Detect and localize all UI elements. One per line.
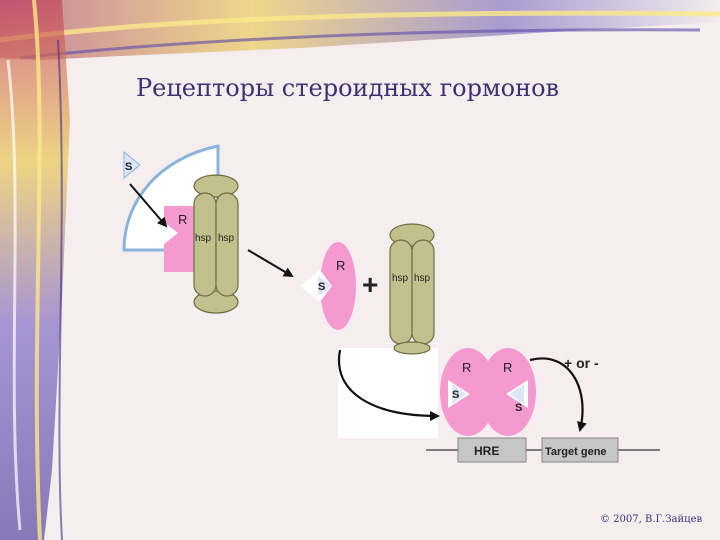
hsp-cap-bottom-2 bbox=[393, 341, 431, 355]
hsp-rod-1b bbox=[215, 192, 239, 297]
steroid-label-2: S bbox=[318, 281, 325, 293]
receptor-label-3: R bbox=[462, 360, 471, 375]
steroid-label-1: S bbox=[125, 161, 132, 173]
dimer-steroid-left bbox=[452, 384, 466, 404]
steroid-in-receptor bbox=[300, 270, 332, 302]
hsp-label-1b: hsp bbox=[218, 233, 235, 244]
receptor-dimer-left bbox=[440, 348, 496, 436]
steroid-core bbox=[318, 276, 332, 296]
steroid-label-4: S bbox=[515, 402, 522, 414]
receptor-binding-notch bbox=[164, 222, 178, 244]
plus-sign: + bbox=[362, 269, 378, 300]
hsp-label-1a: hsp bbox=[195, 233, 212, 244]
hsp-rod-1a bbox=[193, 192, 217, 297]
receptor-dimer-right bbox=[480, 348, 536, 436]
arrow-steroid-to-receptor bbox=[129, 183, 168, 228]
steroid-label-3: S bbox=[452, 389, 459, 401]
arrow-gene-regulation bbox=[529, 357, 587, 432]
target-gene-label: Target gene bbox=[545, 446, 607, 458]
page-title: Рецепторы стероидных гормонов bbox=[136, 74, 560, 102]
left-decor-band bbox=[0, 0, 70, 540]
left-decor-line bbox=[32, 0, 42, 540]
left-decor-line-2 bbox=[6, 59, 22, 531]
hsp-cap-top-1 bbox=[193, 174, 239, 198]
left-decor-line-3 bbox=[57, 39, 63, 540]
hsp-label-2a: hsp bbox=[392, 273, 409, 284]
hsp-rod-2a bbox=[389, 239, 413, 345]
target-gene-box bbox=[541, 437, 619, 463]
hsp-label-2b: hsp bbox=[414, 273, 431, 284]
hre-label: HRE bbox=[474, 444, 499, 458]
top-decor-line bbox=[0, 10, 720, 43]
regulation-label: + or - bbox=[564, 355, 599, 371]
receptor-label-2: R bbox=[336, 258, 345, 273]
hsp-rod-2b bbox=[411, 239, 435, 345]
dimer-steroid-right bbox=[510, 384, 524, 404]
activated-receptor bbox=[320, 242, 356, 330]
top-decor-line-2 bbox=[19, 28, 701, 60]
steroid-hormone-shape bbox=[123, 150, 141, 180]
hre-box bbox=[457, 437, 527, 463]
arrow-complex-dissociation bbox=[247, 249, 294, 278]
receptor-label-1: R bbox=[178, 212, 187, 227]
arrow-translocation bbox=[337, 349, 440, 421]
copyright-notice: © 2007, В.Г.Зайцев bbox=[600, 514, 703, 525]
receptor-label-4: R bbox=[503, 360, 512, 375]
